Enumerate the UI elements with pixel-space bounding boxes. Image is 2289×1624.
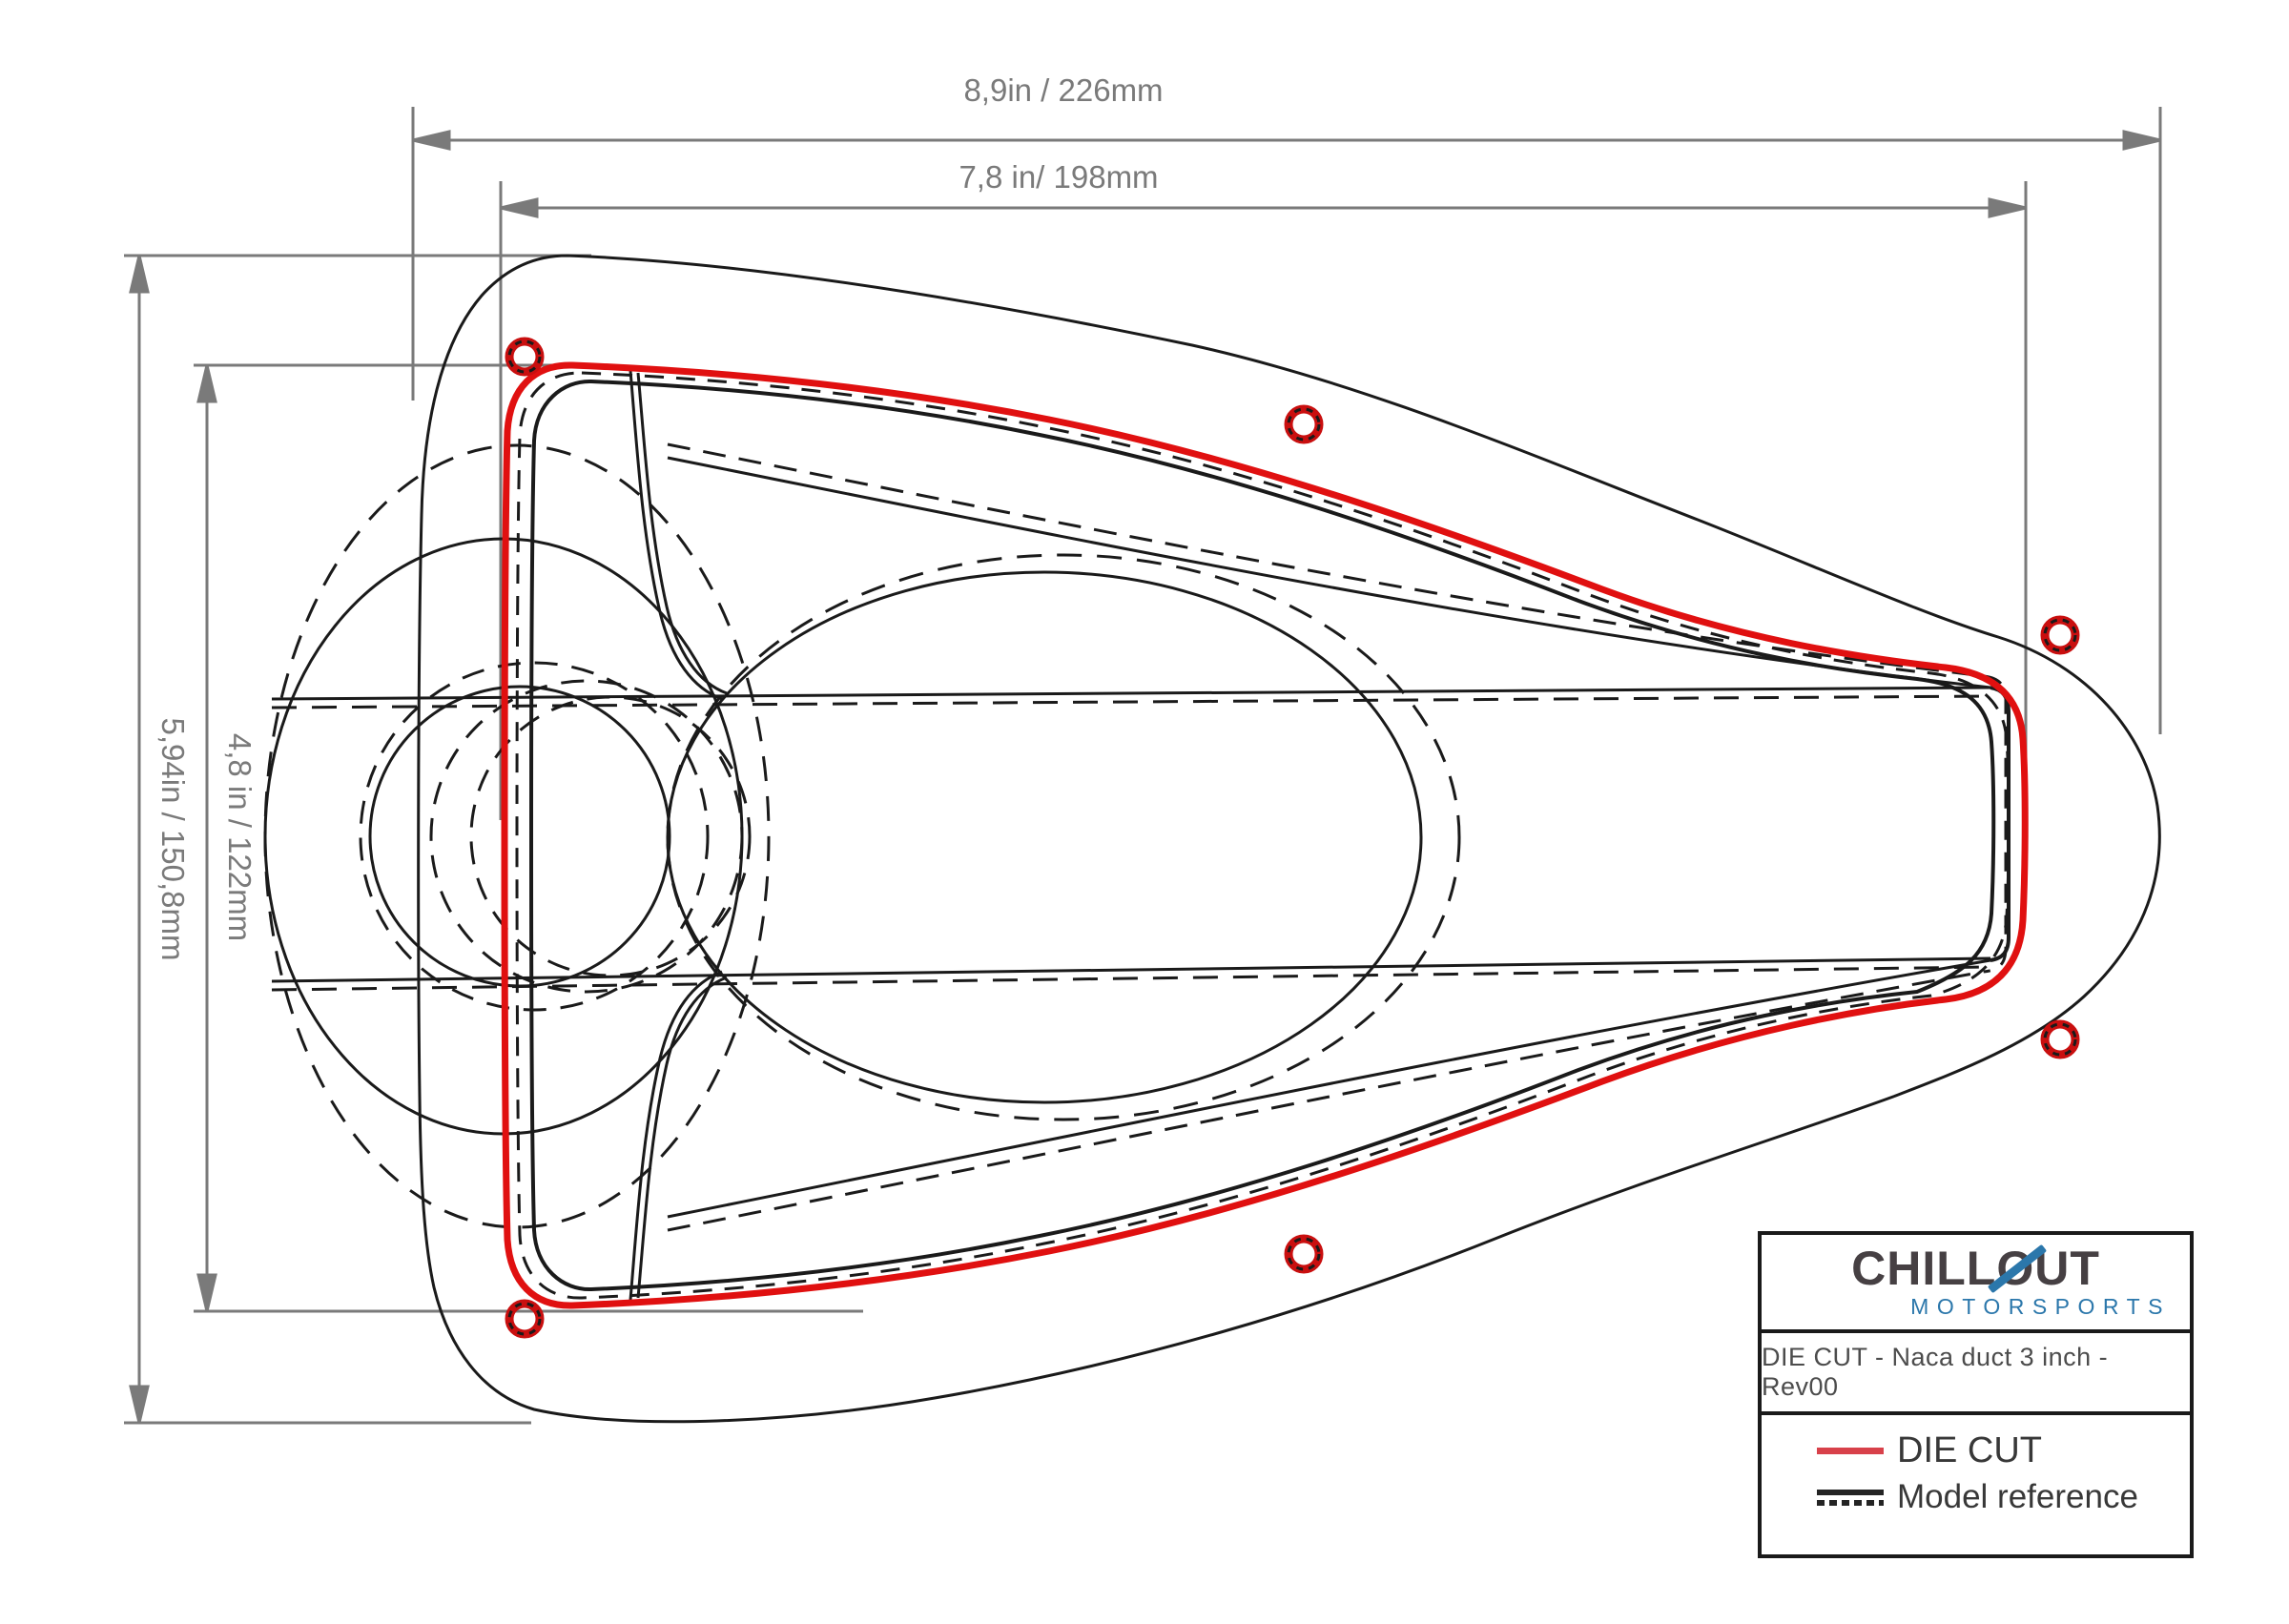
logo: CHILLOUT MOTORSPORTS: [1762, 1235, 2190, 1333]
die-cut-line-swatch: [1817, 1448, 1884, 1455]
rivet-hole: [505, 1299, 545, 1339]
model-reference-solid: [529, 379, 1996, 1292]
legend-die-cut-label: DIE CUT: [1897, 1430, 2042, 1470]
logo-o: O: [1988, 1244, 2048, 1294]
document-title: DIE CUT - Naca duct 3 inch - Rev00: [1762, 1333, 2190, 1415]
throat-dashed-circle: [359, 661, 710, 1012]
rivet-hole: [505, 337, 545, 377]
legend-model-reference-label: Model reference: [1897, 1477, 2138, 1515]
logo-text-left: CHILL: [1851, 1242, 1997, 1295]
center-bell-projection: [666, 553, 1461, 1121]
title-block: CHILLOUT MOTORSPORTS DIE CUT - Naca duct…: [1758, 1231, 2194, 1558]
dimension-lines: [129, 130, 2161, 1424]
logo-subtitle: MOTORSPORTS: [1910, 1294, 2171, 1319]
rivet-holes: [505, 337, 2080, 1339]
duct-wall-lines: [667, 442, 1991, 1232]
model-reference-dashed: [515, 371, 2011, 1300]
rivet-hole: [1284, 404, 1324, 444]
dimension-extension-lines: [124, 107, 2162, 1425]
logo-text-right: UT: [2034, 1242, 2100, 1295]
legend-row-model-reference: Model reference: [1817, 1477, 2190, 1515]
legend-row-die-cut: DIE CUT: [1817, 1430, 2190, 1470]
flange-outline: [417, 254, 2161, 1424]
dim-inner-width-label: 7,8 in/ 198mm: [959, 159, 1159, 195]
inlet-lip-curves: [629, 370, 728, 1301]
dim-inner-height-label: 4,8 in / 122mm: [222, 732, 258, 942]
model-reference-line-swatch: [1817, 1489, 1884, 1506]
rivet-hole: [2040, 615, 2080, 655]
logo-wordmark: CHILLOUT: [1779, 1242, 2173, 1295]
duct-floor-lines: [271, 686, 1991, 992]
die-cut-outline: [501, 361, 2029, 1309]
bell-dashed-circle-1: [429, 679, 744, 994]
bell-dashed-circle-2: [469, 695, 752, 977]
legend: DIE CUT Model reference: [1762, 1415, 2190, 1554]
dim-outer-height-label: 5,94in / 150,8mm: [155, 717, 191, 961]
dim-outer-width-label: 8,9in / 226mm: [963, 72, 1164, 108]
rivet-hole: [1284, 1234, 1324, 1274]
rivet-hole: [2040, 1019, 2080, 1059]
bell-outer-dashed-ellipse: [263, 443, 771, 1229]
